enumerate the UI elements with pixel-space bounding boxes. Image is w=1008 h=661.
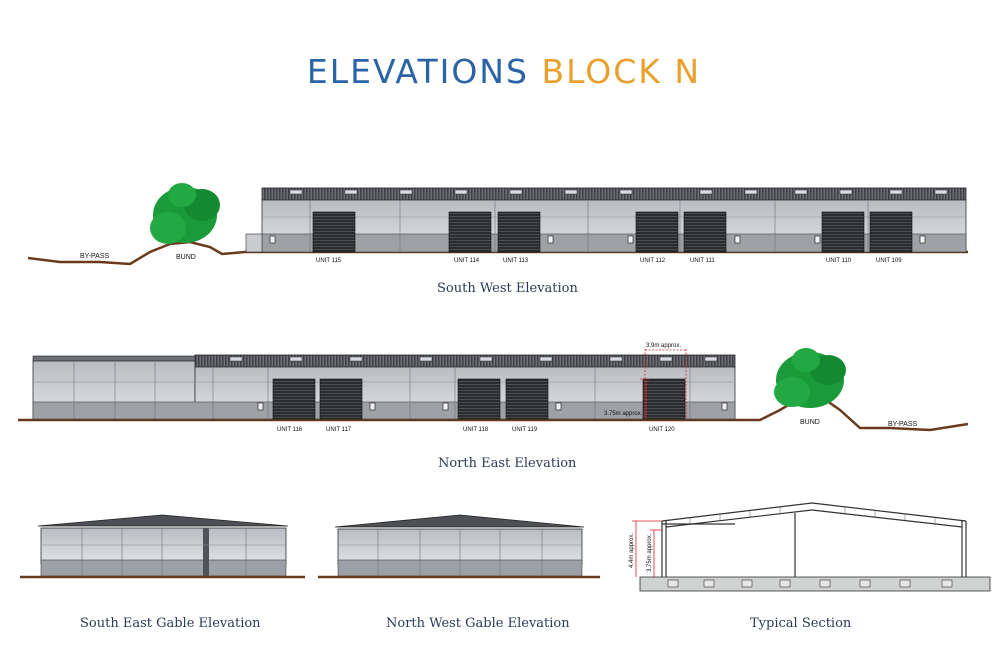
section-inner-height-label: 3.75m approx. [647,533,653,572]
caption-south-west: South West Elevation [437,281,578,296]
unit-label: UNIT 110 [826,258,852,264]
bund-tree [774,348,846,408]
shutter-door [821,211,865,253]
unit-label: UNIT 111 [690,258,715,264]
typical-section: 4.4m approx. 3.75m approx. [629,502,991,592]
roof [261,187,967,201]
bypass-label: BY-PASS [888,421,918,428]
unit-label: UNIT 115 [316,258,342,264]
caption-north-west: North West Gable Elevation [386,616,570,631]
unit-label: UNIT 109 [876,258,902,264]
caption-typical-section: Typical Section [750,616,852,631]
caption-north-east: North East Elevation [438,456,577,471]
bypass-label: BY-PASS [80,253,110,260]
unit-label: UNIT 116 [277,427,303,433]
shutter-door [457,378,501,420]
unit-label: UNIT 114 [454,258,480,264]
title-part-1: ELEVATIONS [306,52,529,91]
section-outer-height-label: 4.4m approx. [629,533,635,568]
north-east-elevation: BUND BY-PASS [18,343,969,433]
bund-tree [150,183,220,244]
dimension-width-label: 3.9m approx. [646,343,681,349]
shutter-door [497,211,541,253]
unit-label: UNIT 119 [512,427,538,433]
page-title: ELEVATIONS BLOCK N [0,52,1008,91]
bund-label: BUND [800,419,820,426]
unit-label: UNIT 117 [326,427,352,433]
shutter-door [683,211,727,253]
bund-label: BUND [176,254,196,261]
unit-label: UNIT 113 [503,258,529,264]
shutter-door [319,378,363,420]
caption-south-east: South East Gable Elevation [80,616,261,631]
roof [194,354,736,368]
south-west-elevation: BY-PASS BUND [27,183,968,266]
ground-line [27,240,968,266]
unit-label: UNIT 120 [649,427,675,433]
shutter-door [448,211,492,253]
title-part-2: BLOCK N [541,52,702,91]
shutter-door [272,378,316,420]
roof-left [32,355,196,362]
unit-label: UNIT 112 [640,258,666,264]
shutter-door [642,378,686,420]
unit-label: UNIT 118 [463,427,489,433]
dimension-markers [640,349,687,419]
dimension-height-label: 3.75m approx. [604,411,643,417]
shutter-door [505,378,549,420]
shutter-door [312,211,356,253]
section-dimensions [632,520,662,577]
shutter-door [635,211,679,253]
north-west-gable-elevation [318,514,600,579]
south-east-gable-elevation [20,514,305,579]
annex [245,233,263,253]
shutter-door [869,211,913,253]
